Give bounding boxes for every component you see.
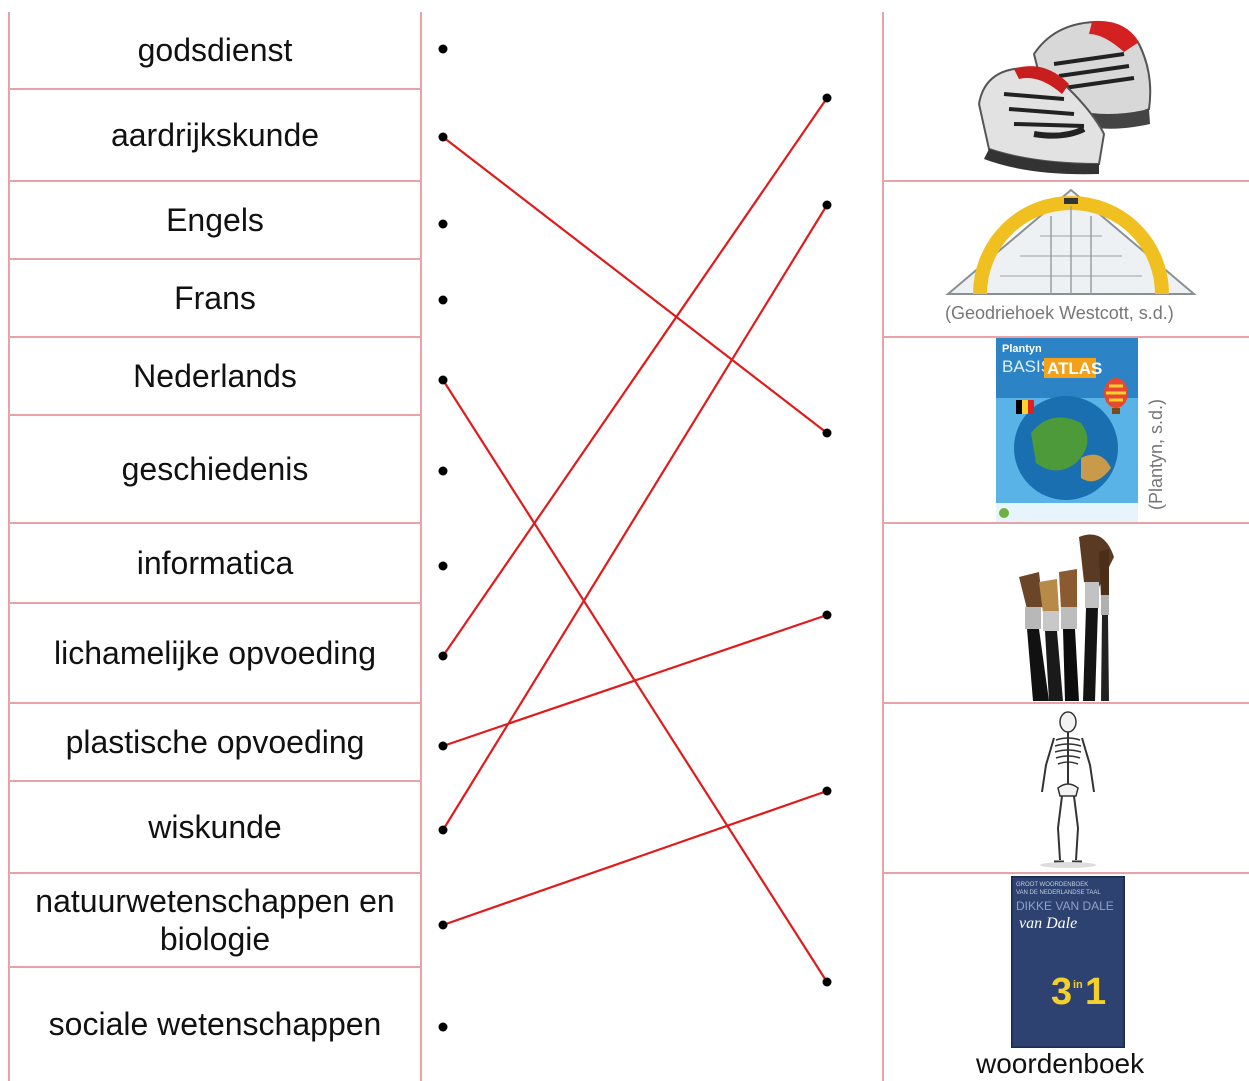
subject-geschiedenis: geschiedenis [10, 416, 420, 524]
subject-label: godsdienst [137, 31, 293, 68]
dictionary-cover-in: in [1073, 979, 1083, 991]
subject-label: sociale wetenschappen [48, 1006, 382, 1043]
subject-label: lichamelijke opvoeding [54, 634, 376, 671]
picture-dot[interactable] [822, 200, 832, 210]
subject-dot[interactable] [438, 132, 448, 142]
atlas-brand: Plantyn [1002, 343, 1042, 355]
subject-label: informatica [136, 544, 294, 581]
connection-line [442, 204, 828, 831]
subject-dot[interactable] [438, 375, 448, 385]
atlas-title: ATLAS [1047, 359, 1102, 378]
subject-dot[interactable] [438, 1022, 448, 1032]
picture-dot[interactable] [822, 786, 832, 796]
subject-label: natuurwetenschappen en biologie [35, 882, 395, 957]
subject-dot[interactable] [438, 219, 448, 229]
triangle-caption: (Geodriehoek Westcott, s.d.) [945, 303, 1174, 323]
connection-line [442, 789, 828, 927]
connection-line [442, 97, 828, 657]
subject-nederlands: Nederlands [10, 338, 420, 416]
sneakers-icon [974, 14, 1162, 180]
subject-natuurwetenschappen: natuurwetenschappen en biologie [10, 874, 420, 968]
atlas-basis: BASIS [1002, 357, 1052, 376]
subject-label: aardrijkskunde [110, 116, 320, 153]
subject-label: wiskunde [148, 808, 282, 845]
subject-label: Engels [166, 201, 264, 238]
subject-dot[interactable] [438, 651, 448, 661]
picture-row-shoes [884, 12, 1249, 182]
subject-wiskunde: wiskunde [10, 782, 420, 874]
picture-dot[interactable] [822, 610, 832, 620]
dictionary-cover-line2: VAN DE NEDERLANDSE TAAL [1016, 890, 1101, 896]
picture-row-triangle [884, 182, 1249, 338]
picture-row-brushes [884, 524, 1249, 704]
subject-label: geschiedenis [121, 450, 309, 487]
picture-row-skeleton [884, 704, 1249, 874]
dictionary-cover-line1: GROOT WOORDENBOEK [1016, 882, 1088, 888]
subject-dot[interactable] [438, 466, 448, 476]
dictionary-cover-one: 1 [1085, 971, 1106, 1013]
connection-line [442, 136, 828, 434]
subject-dot[interactable] [438, 741, 448, 751]
picture-dot[interactable] [822, 93, 832, 103]
dictionary-cover-brand: DIKKE VAN DALE [1016, 899, 1114, 913]
subject-sociale-wetenschappen: sociale wetenschappen [10, 968, 420, 1081]
subject-dot[interactable] [438, 295, 448, 305]
pictures-table [882, 12, 1249, 1081]
skeleton-icon [1028, 710, 1108, 868]
dictionary-book-icon: GROOT WOORDENBOEK VAN DE NEDERLANDSE TAA… [1011, 876, 1125, 1048]
subject-label: Frans [174, 279, 256, 316]
dictionary-cover-script: van Dale [1019, 915, 1077, 932]
connection-line [442, 613, 828, 748]
subject-lichamelijke-opvoeding: lichamelijke opvoeding [10, 604, 420, 704]
subject-frans: Frans [10, 260, 420, 338]
subject-informatica: informatica [10, 524, 420, 604]
subject-engels: Engels [10, 182, 420, 260]
subject-dot[interactable] [438, 44, 448, 54]
atlas-book-icon: Plantyn BASIS ATLAS [996, 338, 1138, 522]
subject-dot[interactable] [438, 920, 448, 930]
subject-plastische-opvoeding: plastische opvoeding [10, 704, 420, 782]
geodriehoek-icon [940, 186, 1202, 298]
picture-dot[interactable] [822, 428, 832, 438]
subject-label: plastische opvoeding [65, 723, 365, 760]
dictionary-cover-num: 3 [1051, 971, 1072, 1013]
picture-dot[interactable] [822, 977, 832, 987]
paintbrushes-icon [1009, 527, 1127, 701]
subject-label: Nederlands [133, 357, 297, 394]
subjects-table: godsdienst aardrijkskunde Engels Frans N… [8, 12, 422, 1081]
picture-row-atlas [884, 338, 1249, 524]
dictionary-label: woordenboek [976, 1048, 1145, 1079]
subject-dot[interactable] [438, 561, 448, 571]
subject-godsdienst: godsdienst [10, 12, 420, 90]
subject-aardrijkskunde: aardrijkskunde [10, 90, 420, 182]
subject-dot[interactable] [438, 825, 448, 835]
